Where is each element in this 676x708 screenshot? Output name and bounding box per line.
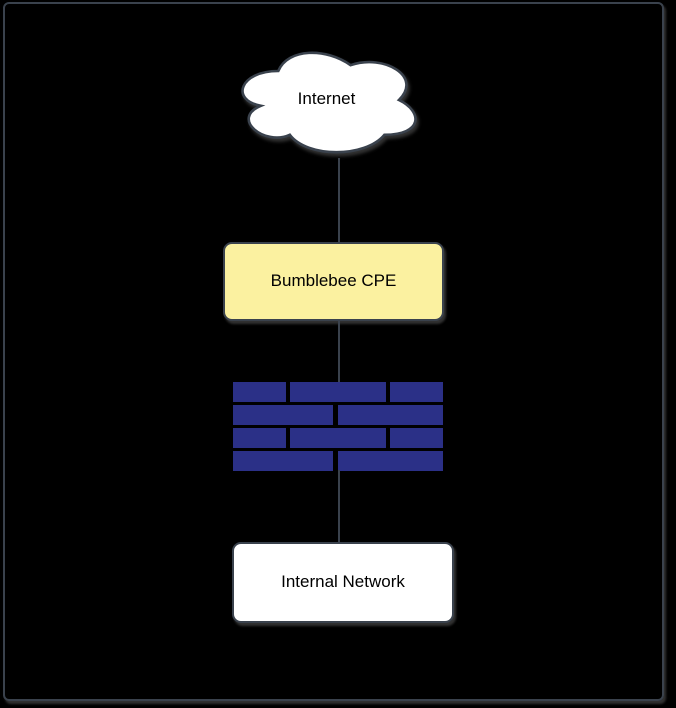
firewall-brick: [233, 405, 333, 425]
node-internal-network[interactable]: Internal Network: [232, 542, 454, 623]
firewall-brick: [390, 382, 443, 402]
node-internet-label: Internet: [297, 88, 356, 108]
firewall-brick: [390, 428, 443, 448]
node-bumblebee-cpe[interactable]: Bumblebee CPE: [223, 242, 444, 321]
firewall-brick: [290, 382, 386, 402]
node-bumblebee-cpe-label: Bumblebee CPE: [270, 271, 397, 291]
edge-cpe-to-firewall[interactable]: [338, 320, 340, 383]
firewall-row: [233, 451, 443, 471]
firewall-brick: [233, 428, 286, 448]
firewall-brick: [338, 405, 443, 425]
firewall-row: [233, 428, 443, 448]
node-internet[interactable]: Internet: [230, 42, 423, 160]
edge-internet-to-cpe[interactable]: [338, 158, 340, 242]
firewall-row: [233, 405, 443, 425]
firewall-brick: [233, 451, 333, 471]
edge-firewall-to-internal[interactable]: [338, 470, 340, 543]
diagram-frame: [3, 2, 664, 701]
firewall-brick: [233, 382, 286, 402]
node-firewall[interactable]: [233, 382, 443, 471]
node-internal-network-label: Internal Network: [281, 572, 405, 592]
firewall-brick: [290, 428, 386, 448]
firewall-row: [233, 382, 443, 402]
firewall-brick: [338, 451, 443, 471]
cloud-icon: [241, 51, 417, 154]
